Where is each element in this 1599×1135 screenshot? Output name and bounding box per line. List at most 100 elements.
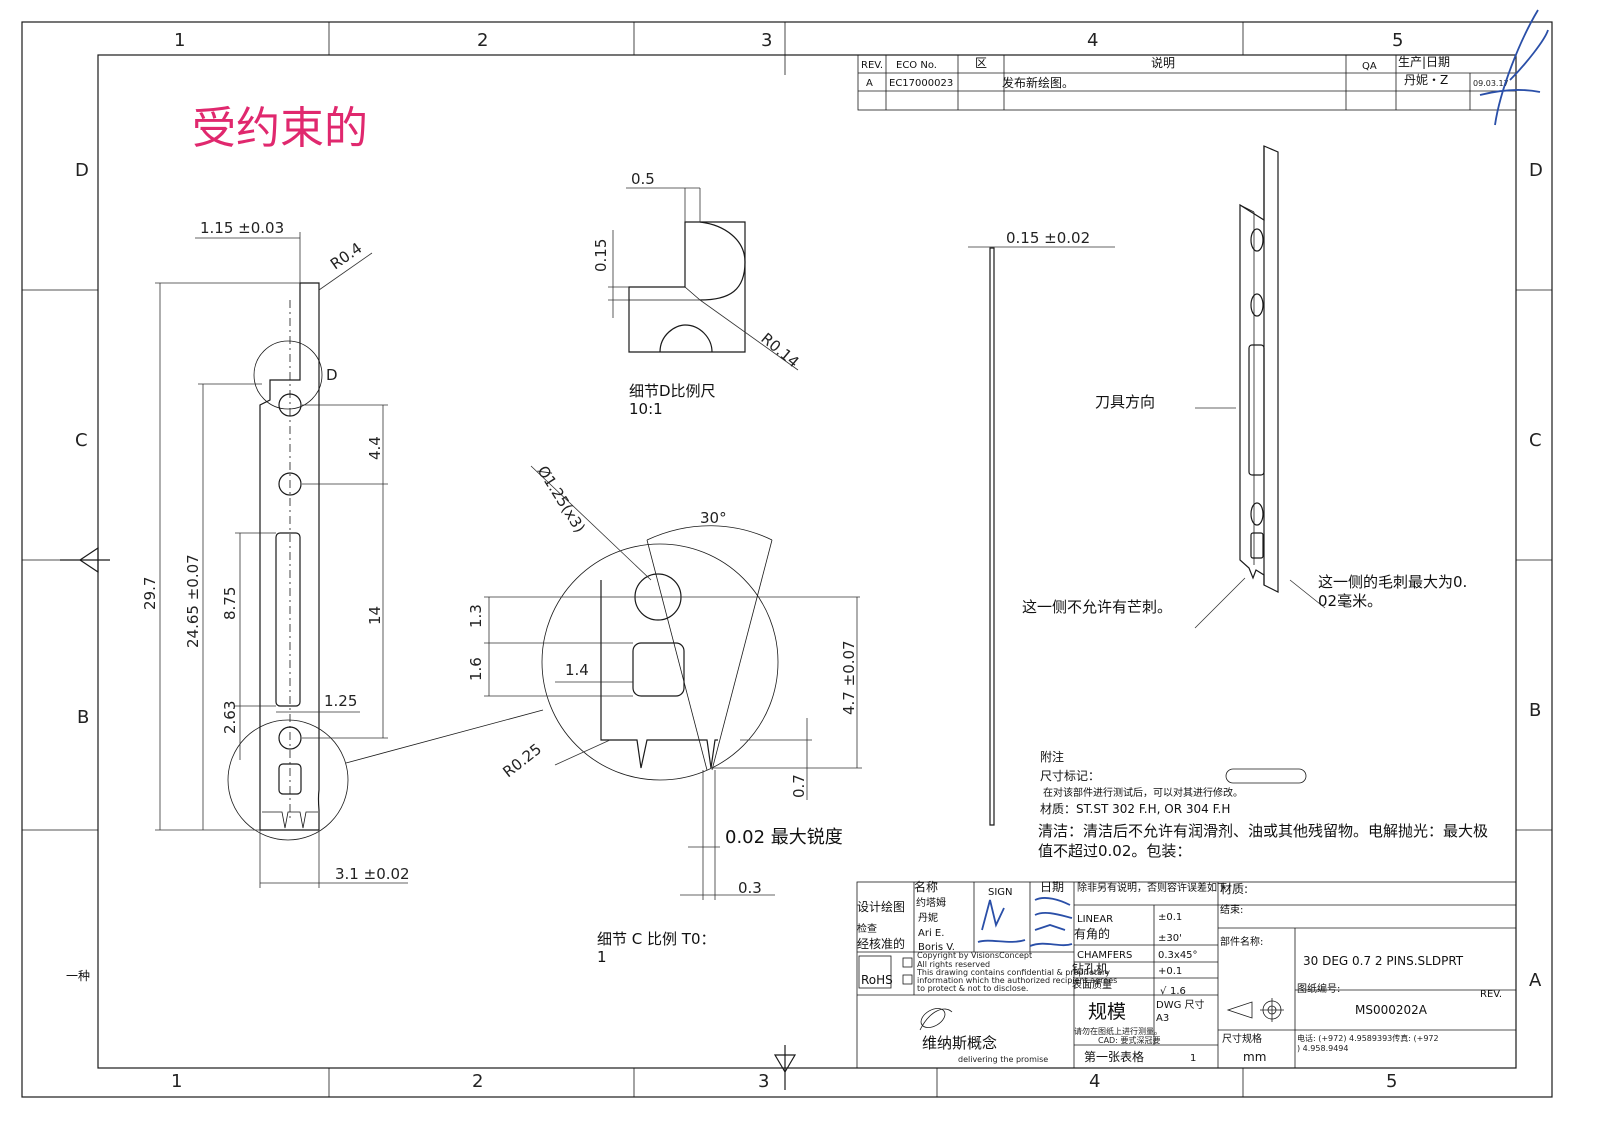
dim-hole-span: 14: [366, 606, 384, 625]
zone-right-a: A: [1529, 970, 1542, 991]
zone-top-2: 2: [477, 30, 488, 51]
copyright-2: All rights reserved: [917, 960, 990, 969]
tb-material-label: 材质:: [1220, 882, 1248, 896]
zone-top-5: 5: [1392, 30, 1403, 51]
detail-c-title: 细节 C 比例 T0：: [597, 930, 716, 948]
notes-cleaning-2: 值不超过0.02。包装：: [1038, 842, 1191, 860]
zone-bottom-5: 5: [1386, 1071, 1397, 1092]
notes-material: 材质：ST.ST 302 F.H, OR 304 F.H: [1040, 802, 1230, 816]
detail-c-dim-07: 0.7: [790, 774, 808, 798]
zone-top-1: 1: [174, 30, 185, 51]
tb-scale-label: 规模: [1088, 1001, 1126, 1023]
copyright-4: information which the authorized recipie…: [917, 976, 1117, 985]
prod-date-header: 生产|日期: [1398, 55, 1450, 69]
detail-c-angle: 30°: [700, 509, 727, 527]
detail-c-dimension-lines: [484, 465, 862, 900]
zone-left-b: B: [77, 707, 89, 728]
tb-rev-label: REV.: [1480, 989, 1502, 1000]
dim-top-width: 1.15 ±0.03: [200, 219, 284, 237]
rohs-check-yes: [902, 957, 913, 968]
zone-right-c: C: [1529, 430, 1542, 451]
zone-left-d: D: [75, 160, 89, 181]
notes-dimension-mark: 尺寸标记：: [1040, 769, 1100, 783]
rohs-check-no: [902, 974, 913, 985]
detail-c-dim-16: 1.6: [467, 657, 485, 681]
projection-symbol-icon: [1226, 998, 1284, 1022]
tb-chamfers-label: CHAMFERS: [1077, 950, 1132, 961]
detail-d-height: 0.15: [592, 239, 610, 272]
description-header: 说明: [1151, 55, 1175, 70]
detail-c-radius: R0.25: [499, 740, 545, 781]
burr-right-note: 这一侧的毛刺最大为0.: [1318, 573, 1467, 591]
detail-c-view: [541, 525, 779, 781]
main-view-dimension-lines: [155, 232, 408, 888]
constrained-stamp: 受约束的: [192, 103, 368, 154]
tb-phone: 电话: (+972) 4.9589393传真: (+972: [1297, 1033, 1439, 1043]
burr-left-note: 这一侧不允许有芒刺。: [1022, 598, 1172, 616]
tb-part-name: 30 DEG 0.7 2 PINS.SLDPRT: [1303, 954, 1464, 968]
tb-surface-label: 表面质量: [1072, 978, 1112, 991]
cutter-direction-label: 刀具方向: [1095, 393, 1155, 411]
side-view-thickness: 0.15 ±0.02: [1006, 229, 1090, 247]
notes-cleaning: 清洁：清洁后不允许有润滑剂、油或其他残留物。电解抛光：最大极: [1038, 822, 1488, 840]
detail-d-view: [628, 221, 746, 353]
zone-right-b: B: [1529, 700, 1541, 721]
title-block-grid: [856, 881, 1517, 1069]
detail-c-scale: 1: [597, 948, 607, 966]
tb-surface-value: 1.6: [1170, 986, 1186, 997]
tb-part-name-label: 部件名称:: [1220, 935, 1263, 948]
zone-bottom-3: 3: [758, 1071, 769, 1092]
rev-description: 发布新绘图。: [1002, 75, 1074, 90]
eco-header: ECO No.: [896, 60, 937, 71]
dim-hole-pitch: 4.4: [366, 436, 384, 460]
tb-size-spec-label: 尺寸规格: [1222, 1032, 1262, 1045]
eco-value: EC17000023: [889, 78, 953, 89]
rev-date: 09.03.17: [1473, 79, 1509, 88]
tb-tagline: delivering the promise: [958, 1055, 1048, 1064]
isometric-view: [1194, 145, 1326, 629]
tb-signatures: [977, 897, 1073, 947]
dim-slot-width: 1.25: [324, 692, 357, 710]
tb-name-1: 约塔姆: [916, 896, 946, 909]
dim-bottom-width: 3.1 ±0.02: [335, 865, 410, 883]
side-view: [968, 246, 1115, 826]
dim-length-2: 24.65 ±0.07: [184, 554, 202, 648]
copyright-1: Copyright by VisionsConcept: [917, 951, 1032, 960]
main-part-view: [227, 282, 349, 841]
zone-ticks: [22, 22, 1552, 1097]
detail-c-leader: [345, 709, 544, 764]
tb-name-3: Ari E.: [918, 928, 944, 939]
tb-sign-header: SIGN: [988, 887, 1013, 898]
tb-linear-label: LINEAR: [1077, 914, 1113, 925]
tb-finish-label: 结束:: [1220, 903, 1243, 916]
tb-drill-value: +0.1: [1158, 966, 1182, 977]
tb-unit: mm: [1243, 1050, 1266, 1064]
tb-dwg-no: MS000202A: [1355, 1003, 1428, 1017]
detail-c-dim-14: 1.4: [565, 661, 589, 679]
zone-right-d: D: [1529, 160, 1543, 181]
rohs-box: [858, 955, 892, 989]
tb-dwg-size-label: DWG 尺寸: [1156, 998, 1205, 1011]
rohs-label: RoHS: [861, 973, 893, 987]
tb-cad-note: CAD: 要式深冠要: [1098, 1035, 1160, 1045]
tb-drill-label: 钻孔机: [1072, 961, 1108, 976]
zone-header: 区: [975, 56, 987, 70]
tb-name-4: Boris V.: [918, 942, 955, 953]
tb-name-header: 名称: [914, 879, 938, 894]
surface-symbol: √: [1160, 986, 1167, 997]
company-logo-icon: [919, 1008, 953, 1031]
tb-measure-note: 请勿在图纸上进行测量。: [1074, 1026, 1162, 1036]
zone-bottom-4: 4: [1089, 1071, 1100, 1092]
detail-d-marker: D: [326, 366, 338, 384]
tb-tolerance-header: 除非另有说明，否则容许误差如下：: [1077, 881, 1237, 894]
tb-sheet-no: 1: [1190, 1053, 1196, 1064]
rev-production: 丹妮・Z: [1404, 73, 1448, 87]
detail-c-hole-callout: Ø1.25(x3): [534, 463, 589, 536]
tb-name-2: 丹妮: [918, 911, 938, 924]
tb-angle-value: ±30': [1158, 933, 1182, 944]
rev-header: REV.: [861, 60, 883, 71]
zone-bottom-2: 2: [472, 1071, 483, 1092]
tb-angle-label: 有角的: [1074, 926, 1110, 941]
detail-d-width: 0.5: [631, 170, 655, 188]
